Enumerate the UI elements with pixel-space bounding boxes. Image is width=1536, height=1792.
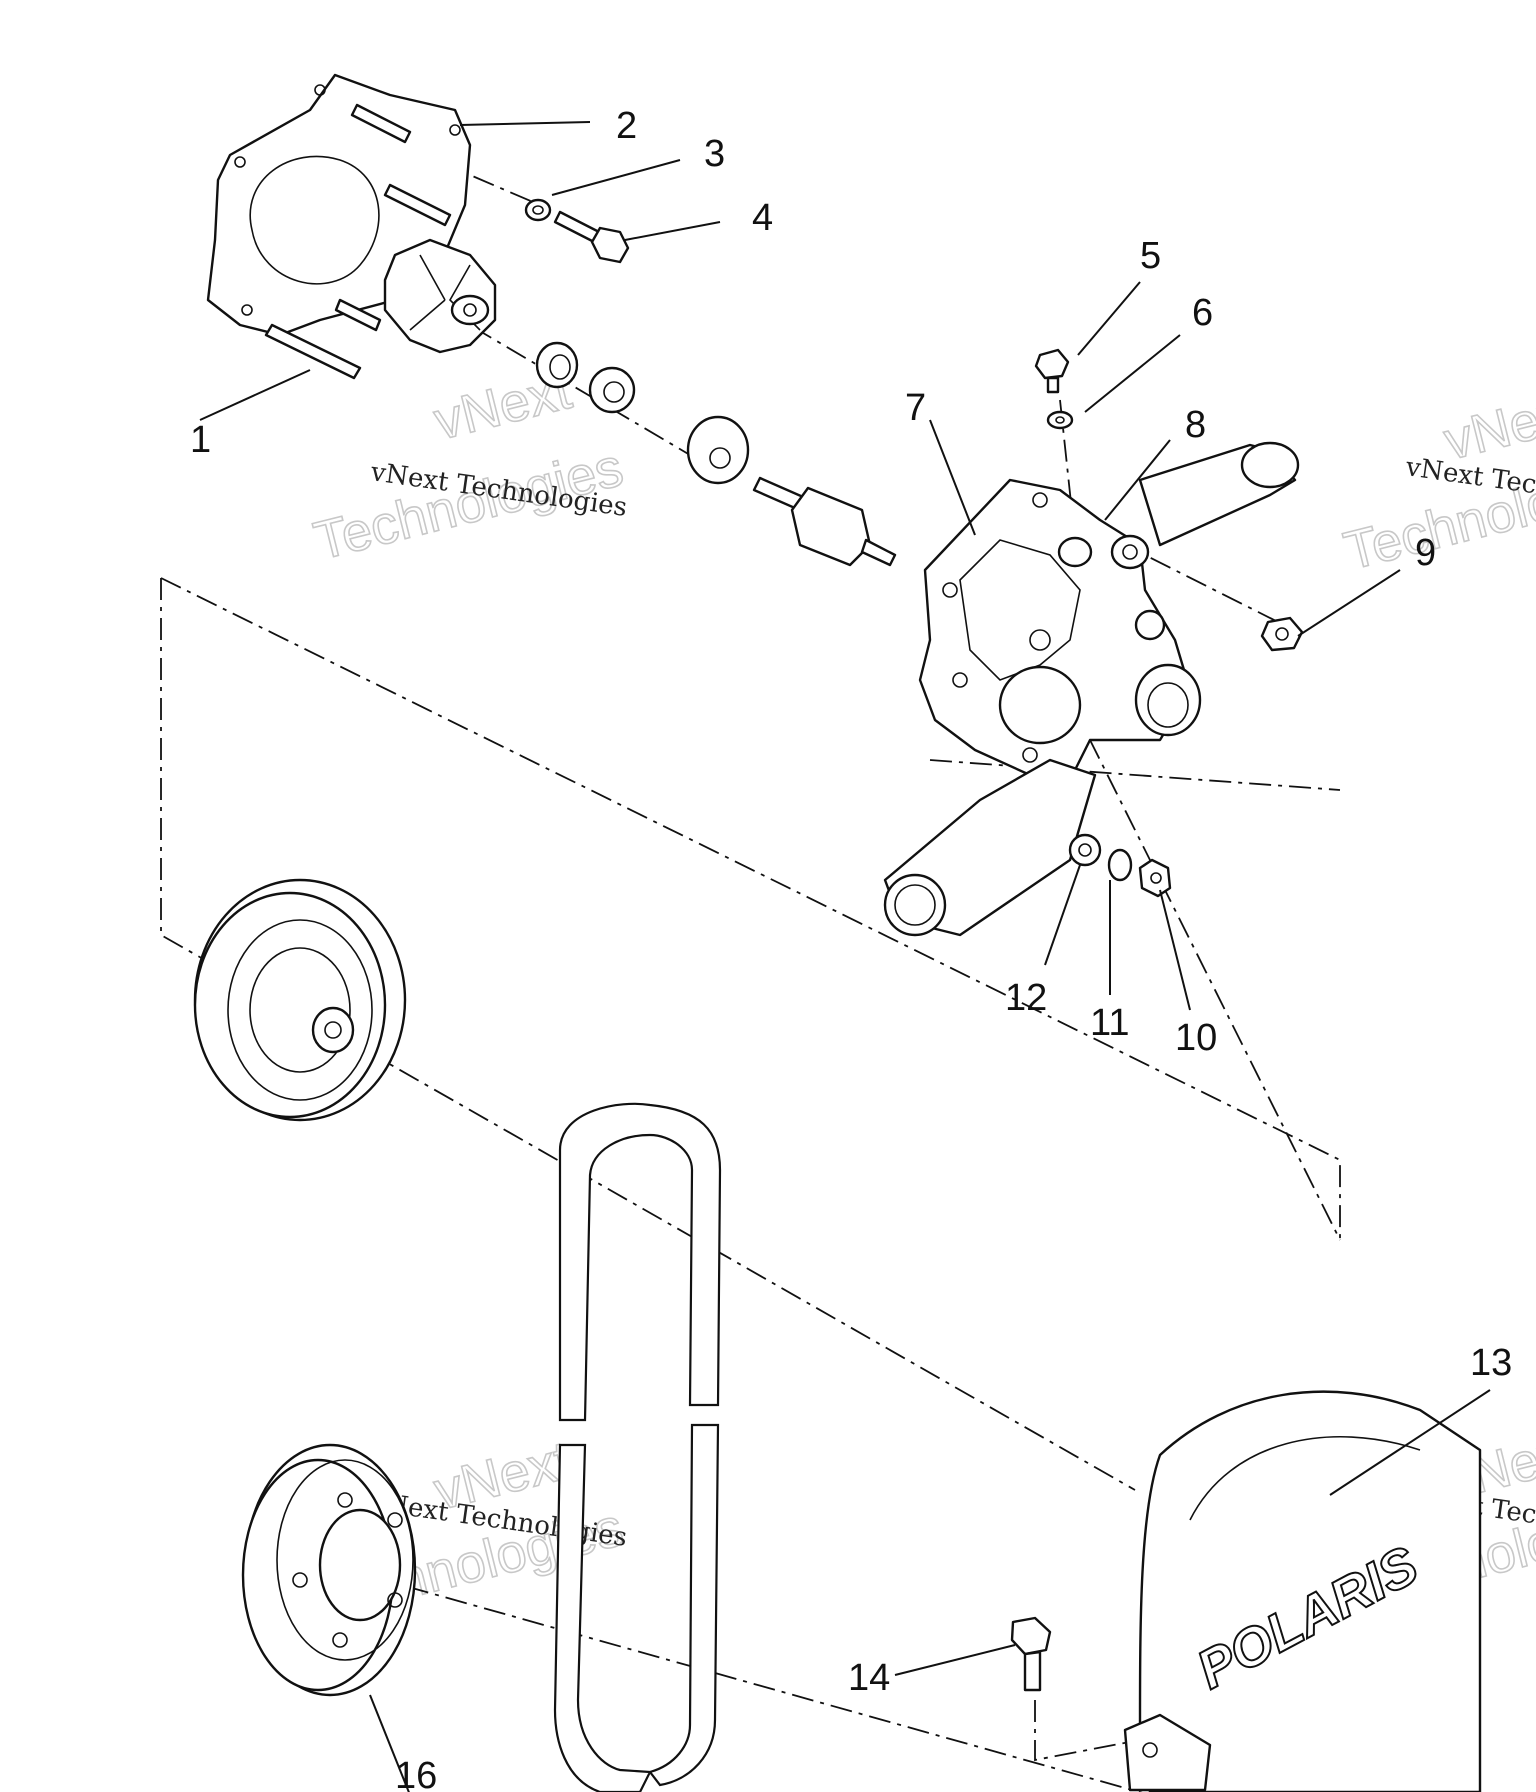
lock-washer-11	[1107, 848, 1133, 882]
leader-lines	[199, 121, 1491, 1792]
callout-2: 2	[616, 105, 637, 147]
pump-shaft	[752, 476, 897, 567]
belt-cover: POLARIS	[1123, 1390, 1482, 1792]
callout-8: 8	[1185, 404, 1206, 446]
callout-12: 12	[1005, 977, 1047, 1019]
washer-3	[524, 198, 552, 222]
callout-numbers: 1 2 3 4 5 6 7 8 9 10 11 12 13 14 16	[190, 105, 1512, 1792]
pump-pulley	[193, 878, 407, 1122]
watermark-top: vNext Technologies vNext Technologies	[308, 359, 630, 572]
outlet-pipe-lower	[883, 758, 1097, 937]
bearing	[686, 415, 750, 485]
callout-16: 16	[395, 1755, 437, 1792]
bolt-4	[553, 210, 630, 264]
callout-1: 1	[190, 419, 211, 461]
nut-10	[1138, 858, 1172, 898]
bolt-14	[1010, 1616, 1052, 1692]
callout-4: 4	[752, 197, 773, 239]
nut-9	[1260, 616, 1304, 652]
shaft-seal	[535, 341, 579, 389]
callout-13: 13	[1470, 1342, 1512, 1384]
seal-washer	[588, 366, 636, 414]
callout-14: 14	[848, 1657, 890, 1699]
callout-11: 11	[1090, 1002, 1129, 1044]
callout-3: 3	[704, 133, 725, 175]
drive-belt	[553, 1102, 722, 1792]
watermark-right-top: vNext Technologies vNext Technologies	[1338, 379, 1536, 582]
callout-9: 9	[1415, 532, 1436, 574]
pump-housing	[918, 441, 1300, 782]
callout-7: 7	[905, 387, 926, 429]
washer-6	[1046, 410, 1074, 430]
callout-5: 5	[1140, 235, 1161, 277]
callout-10: 10	[1175, 1017, 1217, 1059]
studs	[264, 103, 452, 380]
washer-12	[1068, 833, 1102, 867]
screw-5	[1034, 348, 1070, 394]
impeller	[383, 238, 497, 354]
callout-6: 6	[1192, 292, 1213, 334]
crank-pulley	[241, 1443, 417, 1697]
